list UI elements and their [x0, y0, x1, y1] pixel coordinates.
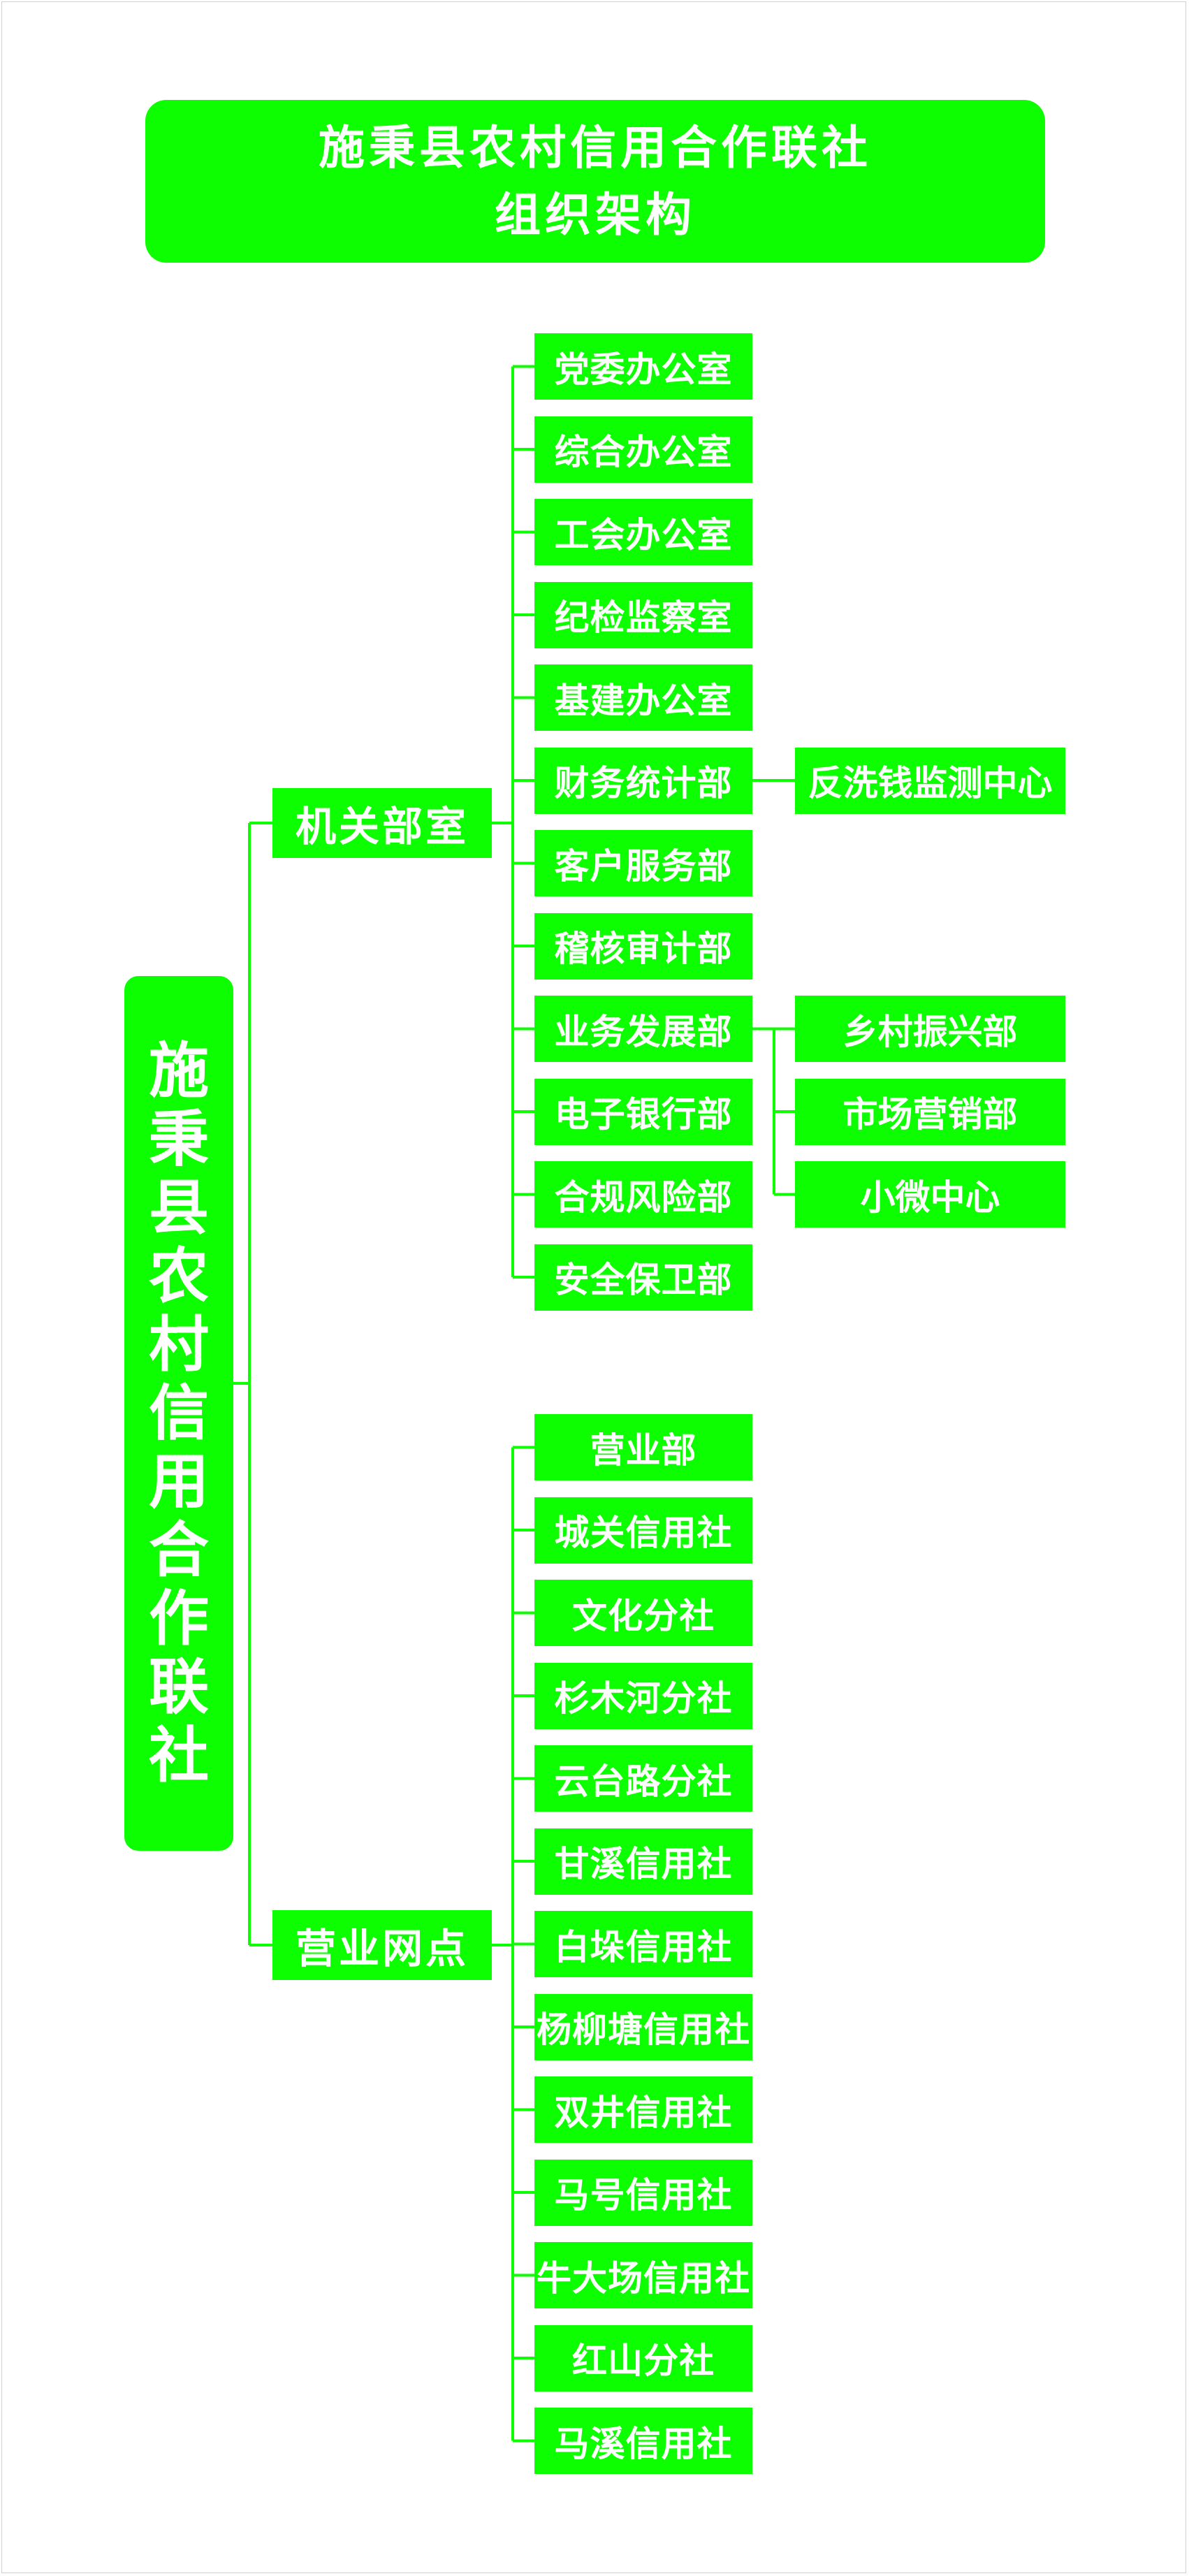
sub-department-node: 市场营销部: [795, 1078, 1065, 1145]
department-node: 电子银行部: [534, 1078, 752, 1145]
root-node-char: 县: [149, 1173, 209, 1243]
department-node: 城关信用社: [534, 1497, 752, 1564]
department-node: 客户服务部: [534, 830, 752, 896]
department-node: 马号信用社: [534, 2159, 752, 2226]
department-node: 合规风险部: [534, 1161, 752, 1228]
chart-title-line1: 施秉县农村信用合作联社: [319, 120, 872, 175]
department-node: 双井信用社: [534, 2076, 752, 2143]
department-node: 基建办公室: [534, 664, 752, 731]
root-node-char: 合: [149, 1515, 209, 1585]
root-node-char: 作: [149, 1584, 209, 1654]
root-node-char: 信: [149, 1378, 209, 1448]
department-node: 纪检监察室: [534, 581, 752, 648]
root-node-char: 村: [149, 1310, 209, 1380]
department-node: 杨柳塘信用社: [534, 1993, 752, 2060]
department-node: 甘溪信用社: [534, 1828, 752, 1895]
department-node: 党委办公室: [534, 333, 752, 400]
department-node: 营业部: [534, 1414, 752, 1480]
department-node: 马溪信用社: [534, 2408, 752, 2474]
department-node: 综合办公室: [534, 416, 752, 483]
department-node: 安全保卫部: [534, 1244, 752, 1311]
root-node: 施秉县农村信用合作联社: [124, 976, 233, 1851]
branch-node: 机关部室: [272, 788, 492, 858]
chart-title: 施秉县农村信用合作联社 组织架构: [145, 100, 1045, 263]
department-node: 杉木河分社: [534, 1662, 752, 1729]
root-node-char: 施: [149, 1036, 209, 1106]
department-node: 牛大场信用社: [534, 2242, 752, 2308]
department-node: 云台路分社: [534, 1745, 752, 1812]
root-node-char: 社: [149, 1721, 209, 1791]
root-node-char: 农: [149, 1242, 209, 1311]
department-node: 稽核审计部: [534, 912, 752, 980]
department-node: 红山分社: [534, 2324, 752, 2392]
sub-department-node: 反洗钱监测中心: [795, 747, 1065, 814]
root-node-char: 用: [149, 1447, 209, 1517]
department-node: 文化分社: [534, 1580, 752, 1646]
department-node: 业务发展部: [534, 996, 752, 1062]
root-node-char: 秉: [149, 1105, 209, 1174]
department-node: 工会办公室: [534, 499, 752, 565]
branch-node: 营业网点: [272, 1910, 492, 1980]
chart-title-line2: 组织架构: [495, 187, 696, 242]
department-node: 财务统计部: [534, 747, 752, 814]
sub-department-node: 小微中心: [795, 1161, 1065, 1228]
root-node-char: 联: [149, 1652, 209, 1722]
department-node: 白垛信用社: [534, 1911, 752, 1977]
sub-department-node: 乡村振兴部: [795, 996, 1065, 1062]
